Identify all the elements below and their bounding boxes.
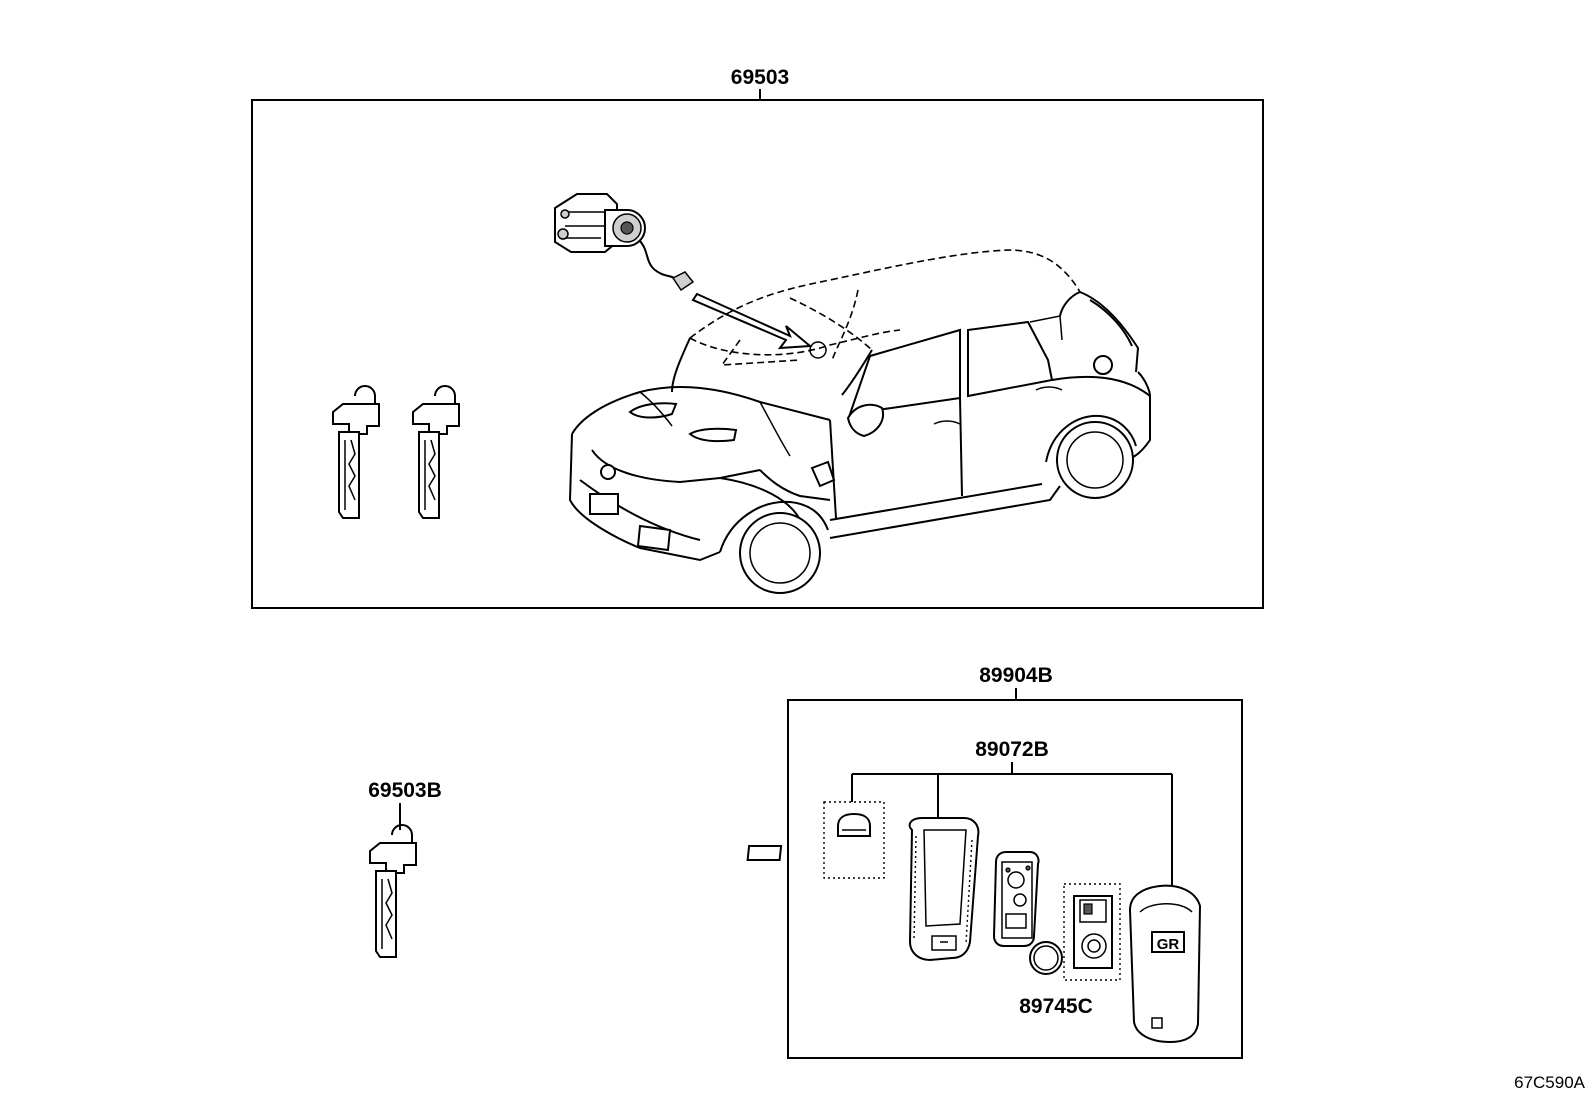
figure-code: 67C590A [1514,1073,1586,1092]
label-69503B: 69503B [368,779,442,802]
key-case-frame-icon [908,817,980,962]
label-89072B: 89072B [975,738,1049,761]
ignition-switch-icon [554,193,695,292]
assembly-69503: 69503 [251,66,1264,609]
spare-key-icon [369,824,417,958]
label-89745C: 89745C [1019,995,1093,1018]
frame-89904B [787,699,1243,1059]
mechanical-key-1 [332,385,380,519]
label-89904B: 89904B [979,664,1053,687]
key-button-part-icon [746,801,885,879]
holder-plate-icon [1063,883,1121,981]
assembly-89904B: 89904B 89072B [746,664,1243,1059]
fob-badge: GR [1157,936,1180,953]
label-69503: 69503 [731,66,789,89]
bracket-89072B [851,762,1173,896]
smart-key-fob-icon: GR [1128,884,1202,1044]
location-arrow-icon [691,292,813,350]
coin-battery-icon [1029,941,1063,975]
vehicle-icon [568,249,1151,594]
assembly-69503B: 69503B [368,779,442,958]
frame-69503 [251,99,1264,609]
circuit-board-icon [992,851,1040,947]
mechanical-key-2 [412,385,460,519]
